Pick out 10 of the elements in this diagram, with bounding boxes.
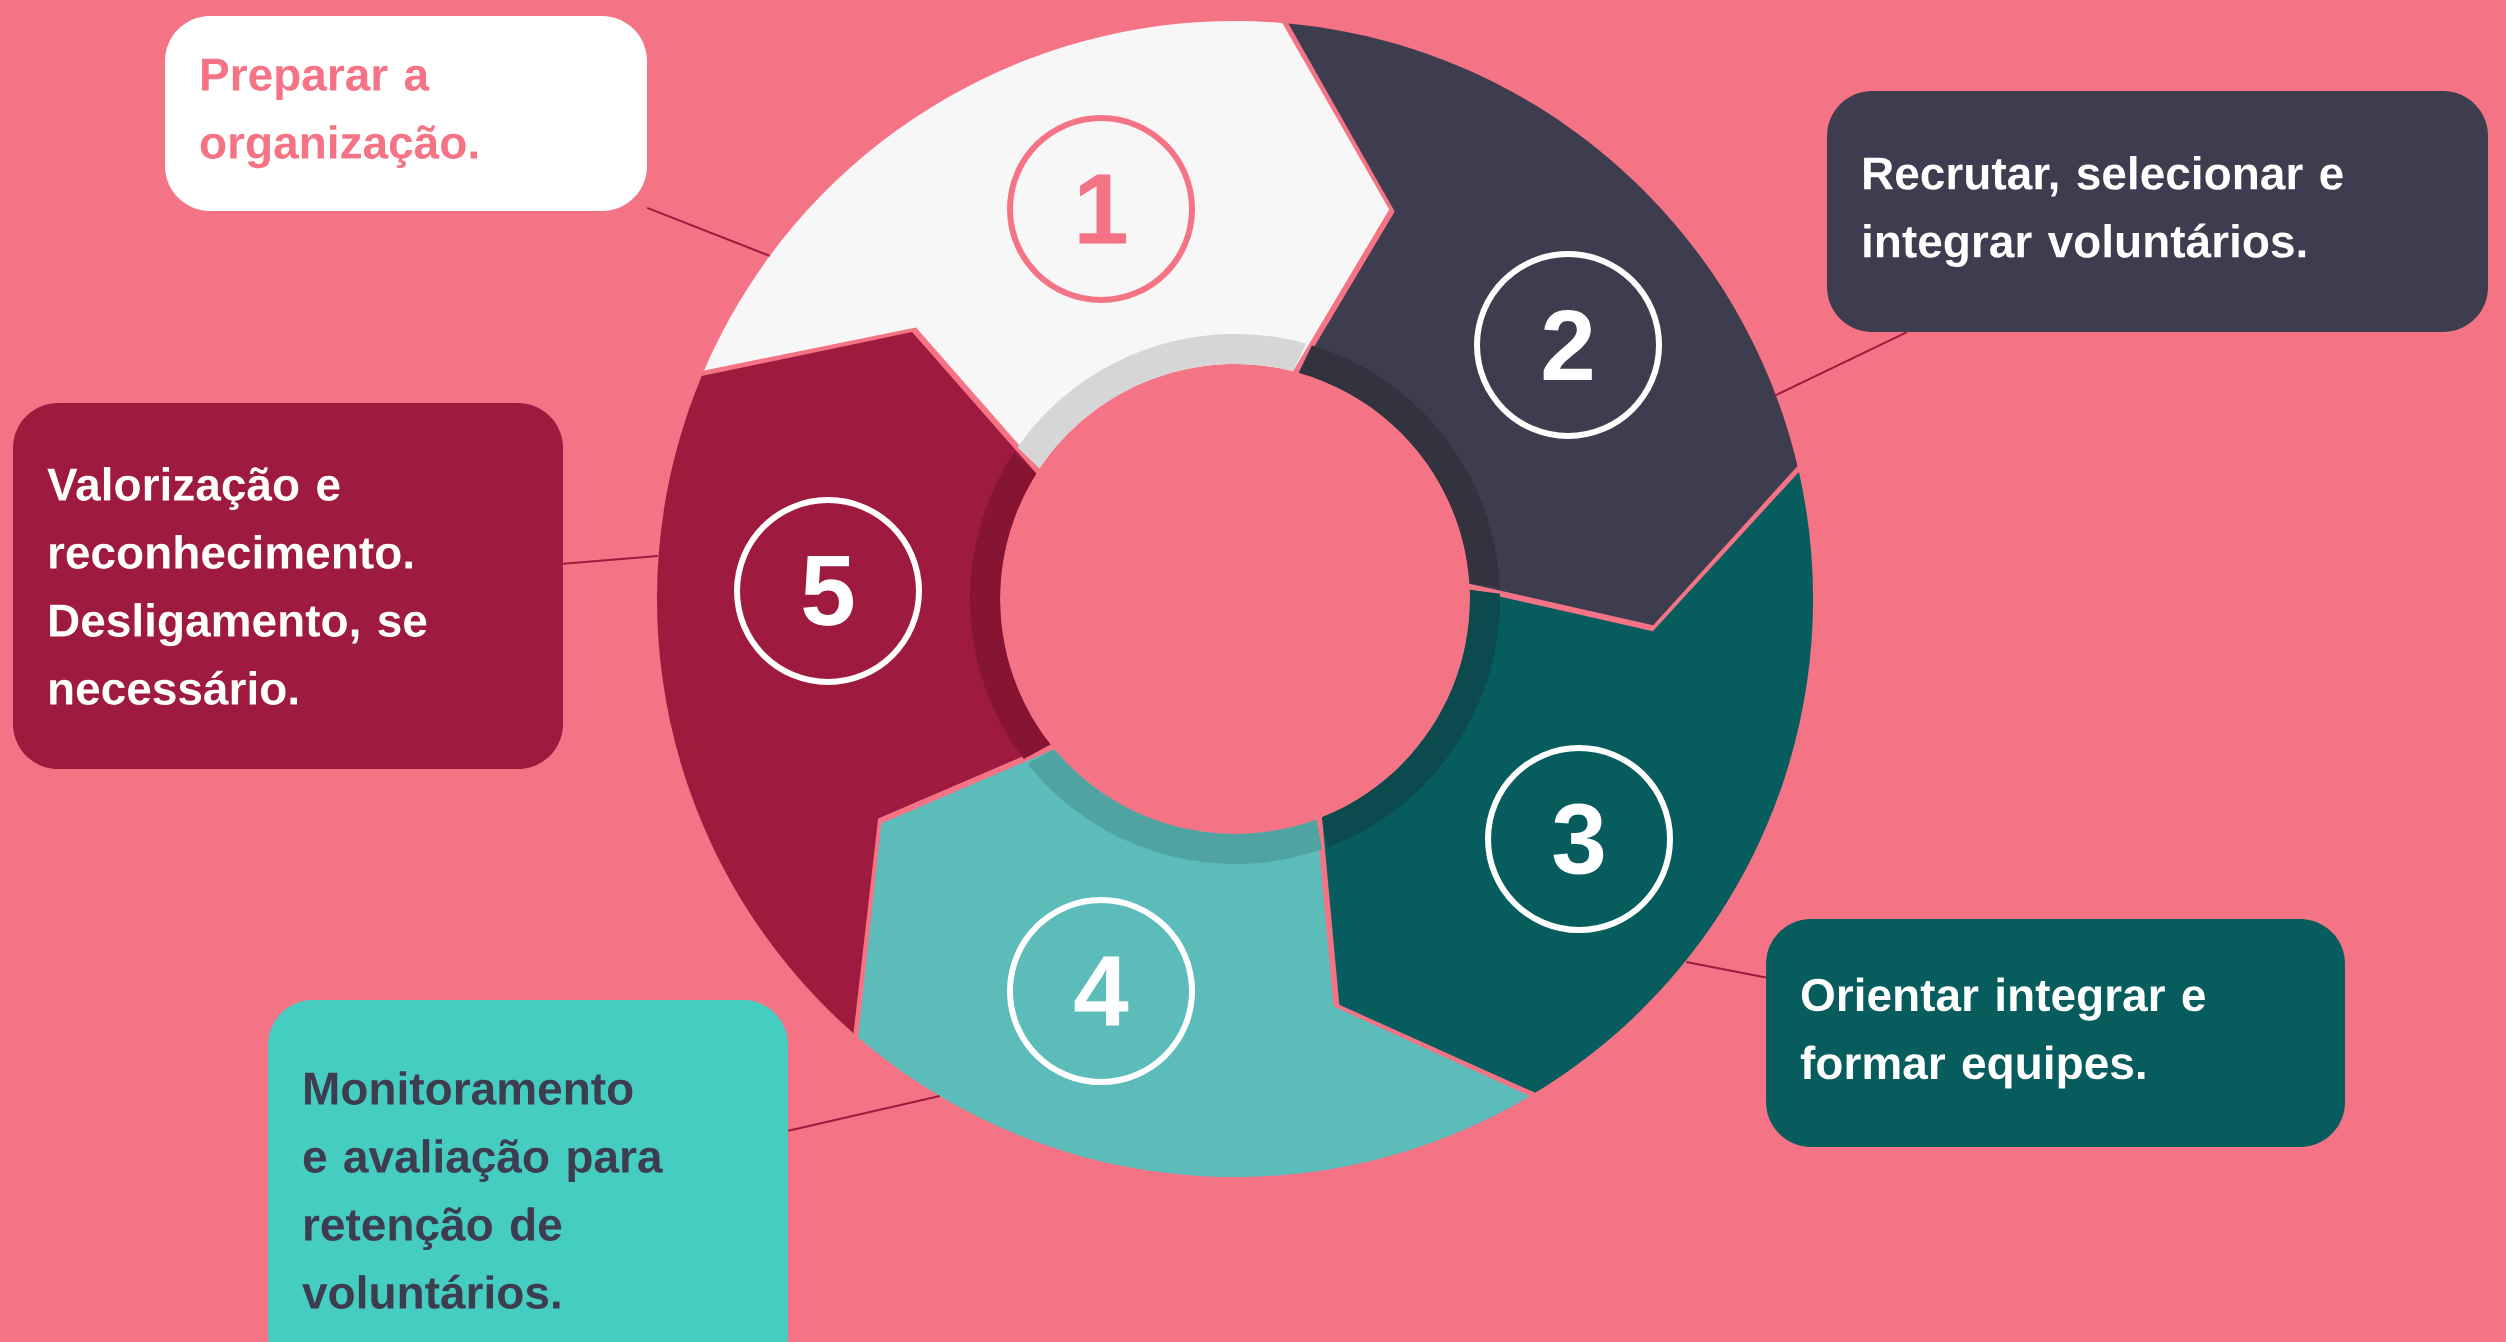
text-box: Orientar integrar e formar equipes. [1766,919,2346,1147]
leader-line [562,555,659,565]
leader-line [787,1095,941,1132]
leader-line [1773,331,1908,397]
text-box: Monitoramento e avaliação para retenção de voluntários. [268,1000,788,1342]
text-box: Recrutar, selecionar e integrar voluntários. [1827,91,2489,332]
text-box: Preparar a organização. [165,16,647,211]
leader-line [646,206,771,257]
text-box: Valorização e reconhecimento. Desligamento, se necessário. [13,403,563,769]
leader-line [1685,961,1767,979]
